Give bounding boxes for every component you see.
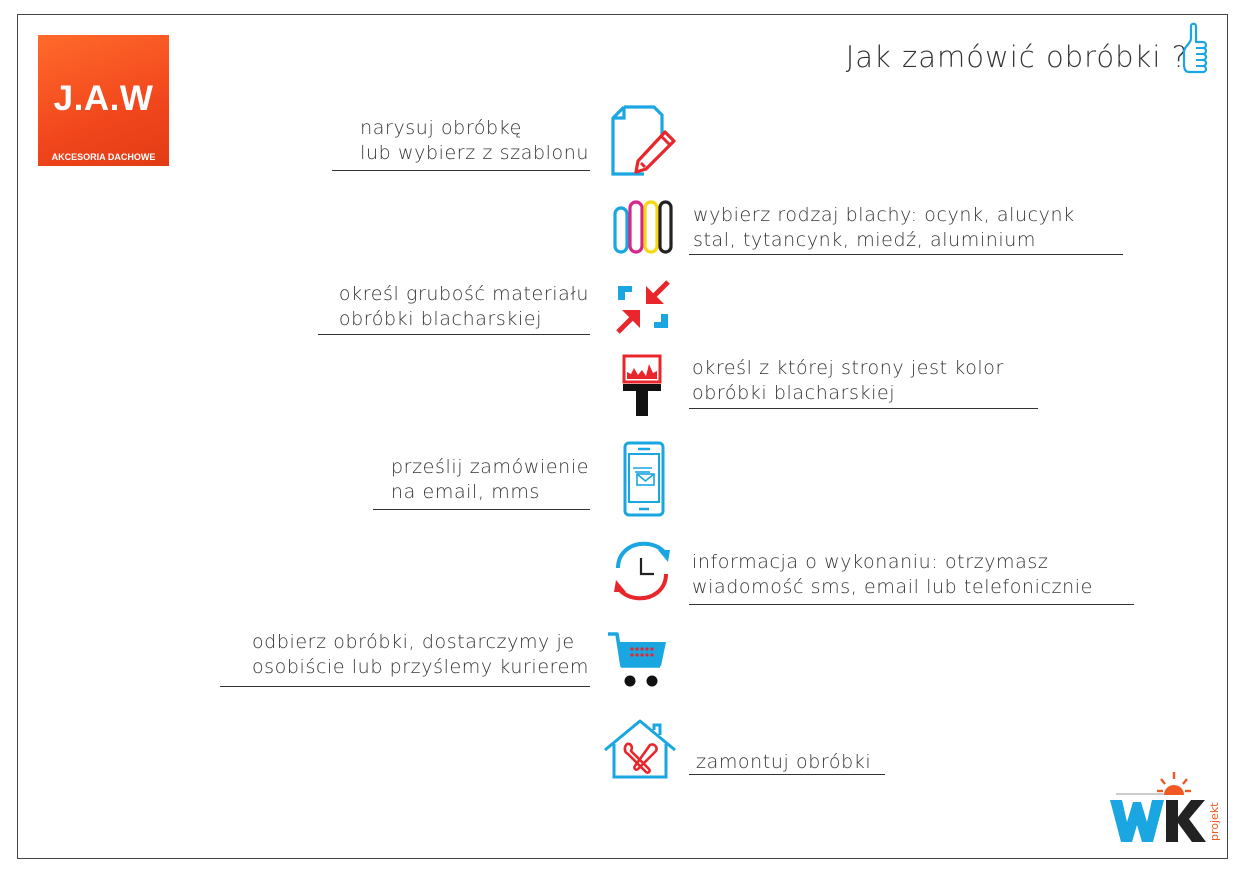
step-8-line-1: zamontuj obróbki [696, 751, 872, 773]
step-6-line-1: informacja o wykonaniu: otrzymasz [692, 551, 1049, 573]
step-5-text: prześlij zamówienie na email, mms [391, 455, 589, 505]
step-7-text: odbierz obróbki, dostarczymy je osobiści… [252, 630, 589, 680]
step-3-text: określ grubość materiału obróbki blachar… [339, 282, 589, 332]
color-swatches-icon [613, 200, 673, 254]
wk-logo-side-text: projekt [1208, 802, 1221, 842]
compress-arrows-icon [616, 280, 670, 334]
step-5-line-1: prześlij zamówienie [391, 456, 589, 478]
step-6-text: informacja o wykonaniu: otrzymasz wiadom… [692, 550, 1093, 600]
step-4-underline [689, 408, 1038, 409]
page-title: Jak zamówić obróbki ? [845, 40, 1188, 74]
paint-roller-icon [622, 354, 662, 416]
step-1-underline [332, 170, 590, 171]
step-2-line-1: wybierz rodzaj blachy: ocynk, alucynk [693, 204, 1075, 226]
step-2-underline [689, 254, 1123, 255]
document-pencil-icon [611, 105, 676, 176]
wk-logo-graphic [1110, 772, 1206, 842]
step-1-text: narysuj obróbkę lub wybierz z szablonu [360, 116, 589, 166]
step-4-text: określ z której strony jest kolor obróbk… [692, 356, 1004, 406]
step-8-text: zamontuj obróbki [696, 750, 871, 775]
step-1-line-2: lub wybierz z szablonu [360, 142, 589, 164]
jaw-logo: J.A.W AKCESORIA DACHOWE [38, 35, 169, 166]
step-5-line-2: na email, mms [391, 481, 540, 503]
clock-refresh-icon [614, 541, 670, 601]
step-3-underline [318, 334, 590, 335]
logo-brand: J.A.W [53, 79, 154, 118]
step-7-underline [220, 686, 590, 687]
step-6-line-2: wiadomość sms, email lub telefonicznie [692, 576, 1093, 598]
house-wrench-icon [604, 719, 676, 779]
step-7-line-1: odbierz obróbki, dostarczymy je [251, 631, 575, 653]
step-2-text: wybierz rodzaj blachy: ocynk, alucynk st… [693, 203, 1075, 253]
step-4-line-1: określ z której strony jest kolor [692, 357, 1004, 379]
step-3-line-1: określ grubość materiału [338, 283, 589, 305]
phone-email-icon [623, 441, 665, 517]
step-7-line-2: osobiście lub przyślemy kurierem [251, 656, 589, 678]
step-3-line-2: obróbki blacharskiej [338, 308, 543, 330]
step-8-underline [689, 774, 885, 775]
step-5-underline [373, 509, 590, 510]
step-6-underline [689, 604, 1134, 605]
step-2-line-2: stal, tytancynk, miedź, aluminium [693, 229, 1037, 251]
step-4-line-2: obróbki blacharskiej [692, 382, 896, 404]
step-1-line-1: narysuj obróbkę [360, 117, 522, 139]
logo-tagline: AKCESORIA DACHOWE [51, 152, 156, 162]
shopping-cart-icon [608, 632, 666, 687]
thumbs-up-icon [1182, 22, 1208, 74]
page-frame [17, 14, 1228, 859]
